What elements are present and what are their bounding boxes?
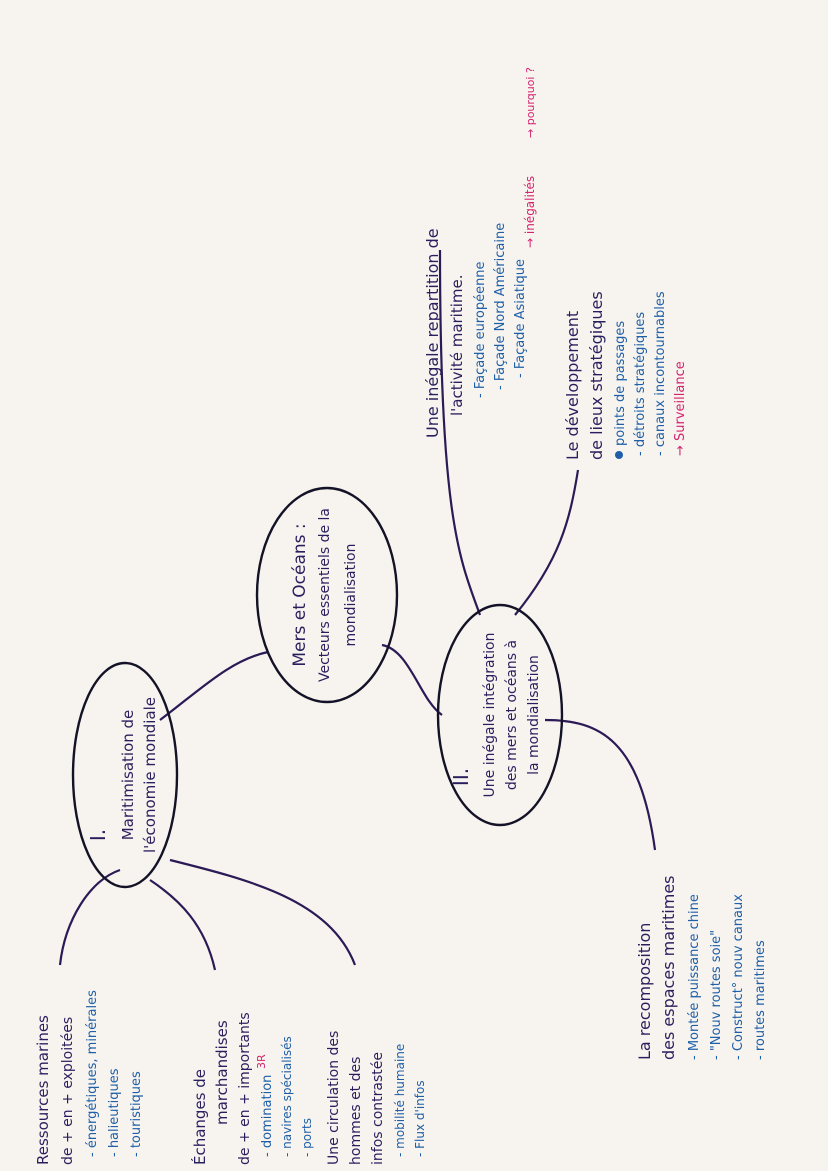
recomposition-item-4: - routes maritimes <box>753 940 768 1060</box>
link-central-to-part2 <box>381 643 443 716</box>
developpement-item-3: - canaux incontournables <box>653 291 668 456</box>
central-bubble <box>255 486 399 704</box>
part2-line-2: des mers et océans à <box>504 640 520 790</box>
repartition-title-2: l'activité maritime. <box>448 275 466 417</box>
echanges-title-1: Échanges de <box>190 1069 209 1165</box>
ressources-title-1: Ressources marines <box>34 1015 52 1165</box>
recomposition-item-1: - Montée puissance chine <box>687 894 702 1060</box>
developpement-title-2: de lieux stratégiques <box>587 291 606 460</box>
circulation-title-1: Une circulation des <box>326 1031 342 1165</box>
part1-bubble <box>71 661 179 889</box>
repartition-item-1: - Façade européenne <box>473 261 488 398</box>
circulation-title-3: infos contrastée <box>370 1052 386 1165</box>
central-title: Mers et Océans : <box>290 523 310 666</box>
central-line-3: mondialisation <box>343 544 359 647</box>
echanges-block: Échanges de marchandises de + en + impor… <box>190 1012 314 1165</box>
repartition-note-2: → pourquoi ? <box>524 67 537 138</box>
link-part2-to-recomposition <box>544 718 657 851</box>
echanges-item-3: - ports <box>300 1118 314 1157</box>
link-part1-to-circulation <box>169 858 357 966</box>
repartition-title-1: Une inégale repartition de <box>423 228 442 438</box>
central-text: Mers et Océans : Vecteurs essentiels de … <box>290 508 359 682</box>
echanges-title-3: de + en + importants <box>237 1012 253 1165</box>
circulation-title-2: hommes et des <box>348 1057 364 1165</box>
echanges-title-2: marchandises <box>213 1020 231 1125</box>
part2-text: II. Une inégale intégration des mers et … <box>449 633 542 798</box>
echanges-item-2: - navires spécialisés <box>280 1036 294 1157</box>
ressources-item-2: - halieutiques <box>107 1068 122 1157</box>
link-part2-to-repartition <box>438 249 482 616</box>
repartition-block: Une inégale repartition de l'activité ma… <box>423 67 537 438</box>
part1-numeral: I. <box>86 829 110 841</box>
developpement-item-2: - détroits stratégiques <box>633 312 648 456</box>
developpement-title-1: Le développement <box>563 311 582 460</box>
developpement-block: Le développement de lieux stratégiques p… <box>563 291 688 460</box>
echanges-item-1: - domination <box>260 1075 275 1157</box>
ressources-title-2: de + en + exploitées <box>60 1017 76 1165</box>
link-central-to-part1 <box>159 650 269 721</box>
developpement-item-4: → Surveillance <box>673 361 688 456</box>
developpement-item-1: points de passages <box>613 321 628 446</box>
part1-line-2: l'économie mondiale <box>141 697 159 853</box>
repartition-item-2: - Façade Nord Américaine <box>493 223 508 390</box>
part1-text: I. Maritimisation de l'économie mondiale <box>86 697 159 853</box>
echanges-item-1-note: 3R <box>255 1054 268 1069</box>
circulation-item-2: - Flux d'infos <box>413 1080 427 1157</box>
ressources-item-1: - énergétiques, minérales <box>85 990 100 1157</box>
part1-line-1: Maritimisation de <box>119 710 137 841</box>
recomposition-item-2: - "Nouv routes soie" <box>709 930 724 1060</box>
repartition-note-1: → inégalités <box>523 176 537 248</box>
recomposition-block: La recomposition des espaces maritimes -… <box>635 875 768 1060</box>
ressources-item-3: - touristiques <box>129 1071 144 1157</box>
repartition-item-3: - Façade Asiatique <box>513 259 528 378</box>
recomposition-title-2: des espaces maritimes <box>659 875 678 1060</box>
circulation-block: Une circulation des hommes et des infos … <box>326 1031 427 1165</box>
recomposition-title-1: La recomposition <box>635 923 654 1060</box>
ressources-block: Ressources marines de + en + exploitées … <box>34 990 144 1165</box>
part2-bubble <box>436 603 564 827</box>
link-part1-to-echanges <box>149 879 217 971</box>
developpement-bullet-dot <box>615 451 623 459</box>
part2-numeral: II. <box>449 768 473 786</box>
link-part1-to-ressources <box>58 868 121 966</box>
link-part2-to-developpement <box>514 469 580 616</box>
circulation-item-1: - mobilité humaine <box>393 1044 407 1157</box>
recomposition-item-3: - Construct° nouv canaux <box>731 894 746 1060</box>
part2-line-1: Une inégale intégration <box>482 633 498 798</box>
central-line-2: Vecteurs essentiels de la <box>317 508 333 682</box>
part2-line-3: la mondialisation <box>526 655 542 775</box>
